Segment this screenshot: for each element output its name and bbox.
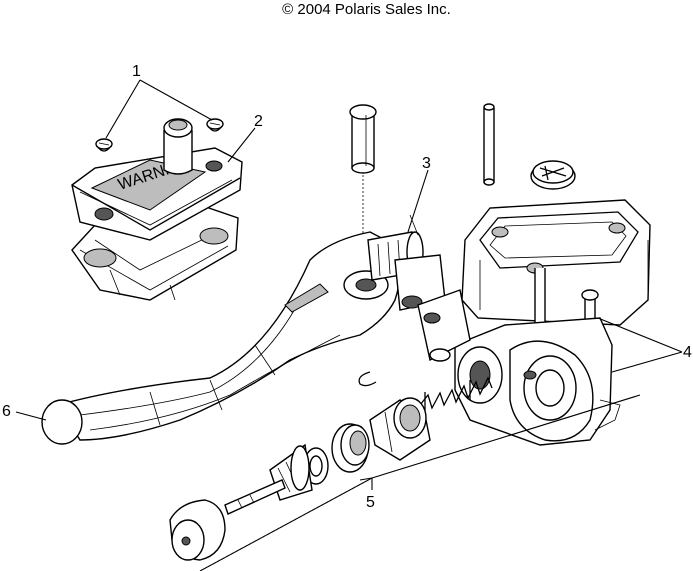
cover-screw-left xyxy=(95,138,113,152)
push-rod-end xyxy=(169,499,226,561)
reservoir-cap xyxy=(530,160,576,190)
secondary-cup xyxy=(331,423,370,473)
push-rod xyxy=(224,479,286,515)
lever-pin xyxy=(483,103,495,186)
pivot-bolt xyxy=(349,104,377,235)
copyright-notice: © 2004 Polaris Sales Inc. xyxy=(282,1,451,18)
callout-1: 1 xyxy=(132,63,141,80)
reservoir-cover-assembly: WARNING xyxy=(71,118,243,301)
callout-6: 6 xyxy=(2,403,11,420)
callout-2: 2 xyxy=(254,113,263,130)
spring xyxy=(419,376,493,412)
master-cylinder-housing xyxy=(417,199,651,446)
leader-lines xyxy=(15,79,683,571)
cover-screw-right xyxy=(206,118,224,132)
callout-4: 4 xyxy=(683,344,692,361)
primary-piston xyxy=(369,397,431,461)
brake-lever xyxy=(41,214,446,445)
callout-3: 3 xyxy=(422,155,431,172)
snap-ring xyxy=(358,371,377,387)
callout-5: 5 xyxy=(366,494,375,511)
